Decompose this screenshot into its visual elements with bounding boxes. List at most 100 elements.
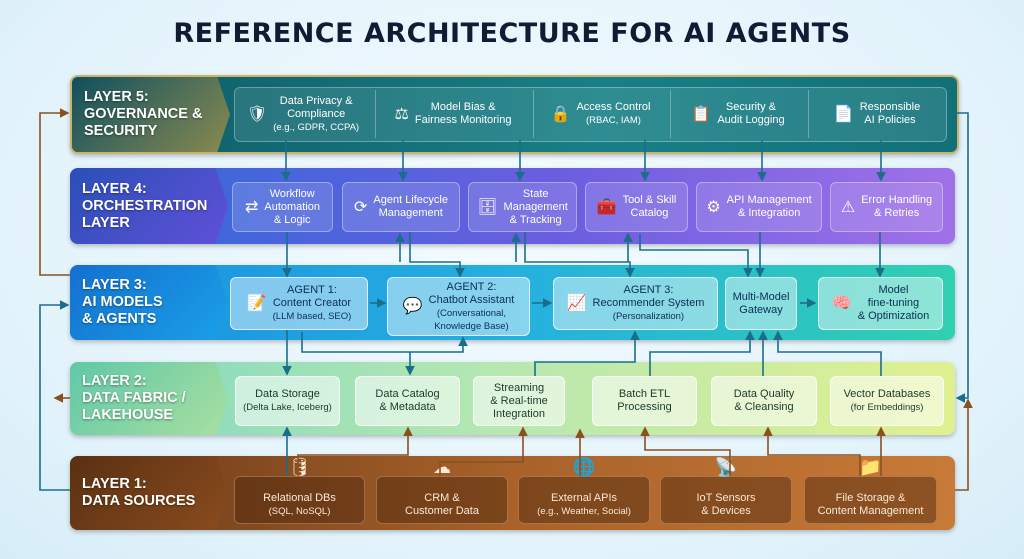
component-box[interactable]: ☁CRM &Customer Data bbox=[376, 458, 508, 524]
layer-label: LAYER 2:DATA FABRIC /LAKEHOUSE bbox=[70, 362, 228, 435]
policy-document-icon: 📄 bbox=[833, 105, 854, 123]
component-title: Catalog bbox=[630, 207, 669, 219]
layer-label-text: LAYER 5:GOVERNANCE &SECURITY bbox=[84, 89, 202, 140]
layer-label-line: LAYER 1: bbox=[82, 476, 147, 492]
component-box[interactable]: Data Storage(Delta Lake, Iceberg) bbox=[235, 376, 340, 426]
component-title: AGENT 1: bbox=[286, 284, 337, 296]
connector-arrow bbox=[39, 300, 70, 491]
component-title: Tool & Skill bbox=[622, 194, 677, 206]
component-text: CRM &Customer Data bbox=[405, 492, 479, 518]
component-title: Data Catalog bbox=[375, 388, 440, 400]
component-title: Content Management bbox=[817, 505, 924, 517]
component-box[interactable]: 🔒Access Control(RBAC, IAM) bbox=[533, 90, 667, 138]
component-box[interactable]: 💬 AGENT 2:Chatbot Assistant(Conversationa… bbox=[387, 277, 530, 336]
database-icon: 🛢 bbox=[288, 457, 311, 477]
workflow-icon: ⇄ bbox=[244, 198, 259, 216]
component-box[interactable]: 📁 File Storage &Content Management bbox=[804, 458, 937, 524]
component-box[interactable]: 🛢 Relational DBs (SQL, NoSQL) bbox=[234, 458, 365, 524]
document-pen-icon: 📝 bbox=[246, 295, 267, 312]
component-box[interactable]: ⚙ API Management& Integration bbox=[696, 182, 822, 232]
component-text: Error Handling& Retries bbox=[861, 194, 932, 220]
component-title: Processing bbox=[617, 401, 672, 413]
component-title: & Metadata bbox=[379, 401, 436, 413]
component-title: fine-tuning bbox=[867, 297, 920, 309]
component-box[interactable]: 📡 IoT Sensors& Devices bbox=[660, 458, 792, 524]
api-gear-icon: ⚙ bbox=[706, 198, 721, 216]
component-title: Security & bbox=[725, 101, 777, 113]
component-title: Relational DBs bbox=[263, 492, 336, 504]
component-text: Data Privacy &Compliance(e.g., GDPR, CCP… bbox=[273, 95, 359, 134]
folder-icon: 📁 bbox=[859, 457, 882, 477]
component-title: Error Handling bbox=[861, 194, 933, 206]
component-title: File Storage & bbox=[835, 492, 906, 504]
component-box[interactable]: 📝AGENT 1:Content Creator(LLM based, SEO) bbox=[230, 277, 368, 330]
layer-label-line: LAYER 5: bbox=[84, 89, 149, 105]
layer-2: LAYER 2:DATA FABRIC /LAKEHOUSE Data Stora… bbox=[70, 362, 955, 435]
globe-gear-icon: 🌐 bbox=[572, 457, 596, 477]
component-text: AGENT 2:Chatbot Assistant(Conversational… bbox=[429, 281, 515, 333]
component-box[interactable]: ⚠ Error Handling& Retries bbox=[830, 182, 943, 232]
layer-label-text: LAYER 3:AI MODELS& AGENTS bbox=[82, 277, 163, 328]
layer-label-text: LAYER 2:DATA FABRIC /LAKEHOUSE bbox=[82, 373, 186, 424]
component-text: Relational DBs (SQL, NoSQL) bbox=[263, 492, 336, 518]
component-box[interactable]: Data Catalog& Metadata bbox=[355, 376, 460, 426]
component-text: API Management& Integration bbox=[727, 194, 812, 220]
layer-label-line: LAYER 4: bbox=[82, 180, 147, 197]
component-box[interactable]: Data Quality& Cleansing bbox=[711, 376, 817, 426]
layer-label-line: LAKEHOUSE bbox=[82, 407, 174, 423]
component-title: State bbox=[522, 187, 549, 200]
layer-label-line: GOVERNANCE & bbox=[84, 106, 203, 122]
brain-gear-icon: 🧠 bbox=[831, 295, 852, 312]
warning-triangle-icon: ⚠ bbox=[840, 198, 856, 216]
component-box[interactable]: 🛡Data Privacy &Compliance(e.g., GDPR, CC… bbox=[234, 90, 372, 138]
component-title: External APIs bbox=[550, 492, 618, 504]
component-text: IoT Sensors& Devices bbox=[696, 492, 755, 518]
component-box[interactable]: ⚖Model Bias &Fairness Monitoring bbox=[375, 90, 530, 138]
component-text: Model Bias &Fairness Monitoring bbox=[415, 101, 512, 127]
component-box[interactable]: Vector Databases(for Embeddings) bbox=[830, 376, 944, 426]
component-title: & Logic bbox=[273, 213, 311, 226]
component-text: Vector Databases(for Embeddings) bbox=[844, 388, 931, 414]
padlock-icon: 🔒 bbox=[550, 105, 571, 123]
component-subtitle: (SQL, NoSQL) bbox=[268, 506, 331, 517]
component-title: Multi-Model bbox=[732, 290, 790, 303]
component-title: Fairness Monitoring bbox=[414, 114, 512, 126]
component-title: Model Bias & bbox=[430, 101, 496, 113]
governance-panel bbox=[234, 87, 947, 142]
component-title: Data Quality bbox=[733, 388, 795, 400]
component-text: File Storage &Content Management bbox=[818, 492, 924, 518]
component-box[interactable]: 📈AGENT 3:Recommender System(Personalizat… bbox=[553, 277, 718, 330]
component-subtitle: (RBAC, IAM) bbox=[586, 115, 641, 126]
component-text: External APIs(e.g., Weather, Social) bbox=[537, 492, 631, 518]
layer-label-line: LAYER 2: bbox=[82, 373, 147, 389]
layer-1: LAYER 1:DATA SOURCES🛢Relational DBs(SQL,… bbox=[70, 456, 955, 530]
layer-3: LAYER 3:AI MODELS& AGENTS📝AGENT 1:Conten… bbox=[70, 265, 955, 340]
component-title: Gateway bbox=[739, 303, 783, 316]
component-subtitle: (LLM based, SEO) bbox=[272, 311, 352, 322]
component-subtitle: (Conversational, bbox=[436, 307, 507, 319]
connector-arrow bbox=[955, 398, 973, 491]
connector-arrow bbox=[39, 108, 70, 276]
antenna-icon: 📡 bbox=[714, 457, 738, 477]
component-title: & Tracking bbox=[509, 213, 562, 226]
component-box[interactable]: 🌐 External APIs(e.g., Weather, Social) bbox=[518, 458, 650, 524]
component-title: Data Storage bbox=[255, 388, 320, 400]
layer-label: LAYER 3:AI MODELS& AGENTS bbox=[70, 265, 228, 340]
component-box[interactable]: 📋Security &Audit Logging bbox=[670, 90, 805, 138]
chat-bubbles-icon: 💬 bbox=[402, 298, 423, 315]
component-title: Management bbox=[378, 207, 443, 219]
